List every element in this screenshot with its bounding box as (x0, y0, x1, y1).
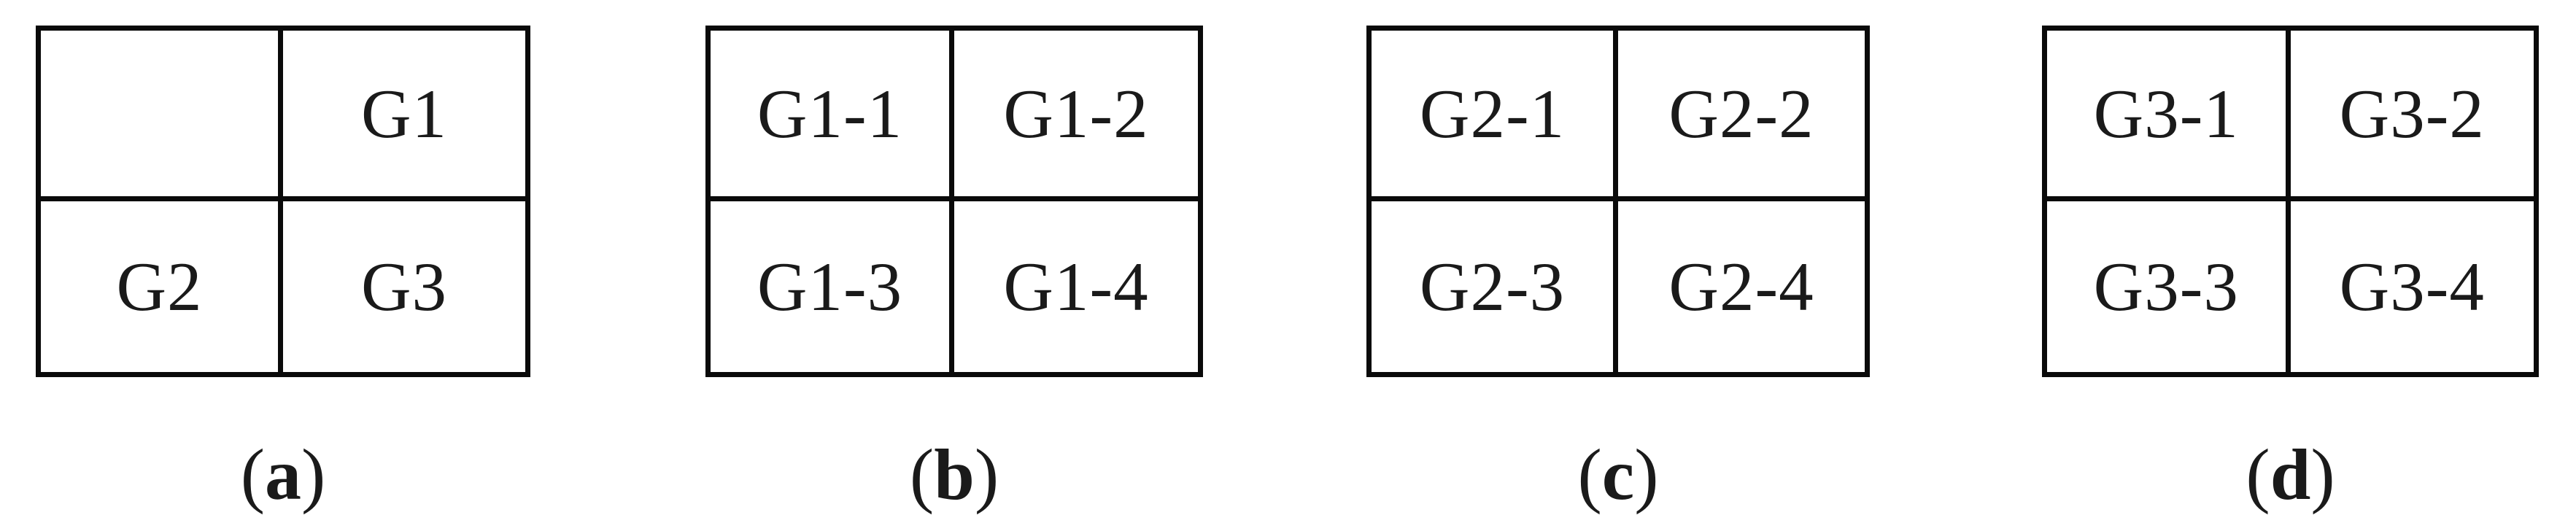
quadrant-grid-b: G1-1 G1-2 G1-3 G1-4 (705, 26, 1203, 377)
grid-cell: G3 (360, 248, 448, 325)
grid-cell: G1-2 (954, 31, 1198, 201)
grid-cell: G2-1 (1372, 31, 1618, 201)
caption-close-paren: ) (974, 434, 999, 515)
grid-cell: G1 (283, 31, 525, 201)
caption-close-paren: ) (1634, 434, 1659, 515)
caption-letter: c (1601, 434, 1635, 515)
subfigure-panel-d: G3-1 G3-2 G3-3 G3-4 (d) (2042, 0, 2539, 523)
caption-close-paren: ) (2310, 434, 2335, 515)
grid-cell: G2 (41, 201, 283, 372)
grid-cell: G2-2 (1618, 31, 1865, 201)
caption-open-paren: ( (2246, 434, 2270, 515)
grid-cell: G2-4 (1668, 248, 1814, 325)
caption-open-paren: ( (909, 434, 935, 515)
caption-open-paren: ( (240, 434, 265, 515)
quadrant-grid-c: G2-1 G2-2 G2-3 G2-4 (1366, 26, 1870, 377)
subfigure-panel-b: G1-1 G1-2 G1-3 G1-4 (b) (705, 0, 1203, 523)
panel-caption-d: (d) (2042, 438, 2539, 511)
grid-cell (41, 31, 283, 201)
grid-cell: G3-3 (2047, 201, 2291, 372)
subfigure-panel-c: G2-1 G2-2 G2-3 G2-4 (c) (1366, 0, 1870, 523)
grid-cell: G1-4 (1003, 248, 1149, 325)
subfigure-panel-a: G1 G2 G3 (a) (36, 0, 530, 523)
grid-cell: G2-3 (1372, 201, 1618, 372)
caption-open-paren: ( (1577, 434, 1602, 515)
caption-letter: b (934, 434, 975, 515)
caption-close-paren: ) (301, 434, 326, 515)
quadrant-grid-d: G3-1 G3-2 G3-3 G3-4 (2042, 26, 2539, 377)
panel-caption-a: (a) (36, 438, 530, 511)
grid-cell: G3-4 (2339, 248, 2485, 325)
grid-cell: G1-3 (711, 201, 954, 372)
panel-caption-b: (b) (705, 438, 1203, 511)
grid-cell: G1-1 (711, 31, 954, 201)
quadrant-grid-a: G1 G2 G3 (36, 26, 530, 377)
caption-letter: d (2270, 434, 2311, 515)
grid-cell: G3-2 (2290, 31, 2534, 201)
caption-letter: a (265, 434, 301, 515)
panel-caption-c: (c) (1366, 438, 1870, 511)
grid-cell: G3-1 (2047, 31, 2291, 201)
